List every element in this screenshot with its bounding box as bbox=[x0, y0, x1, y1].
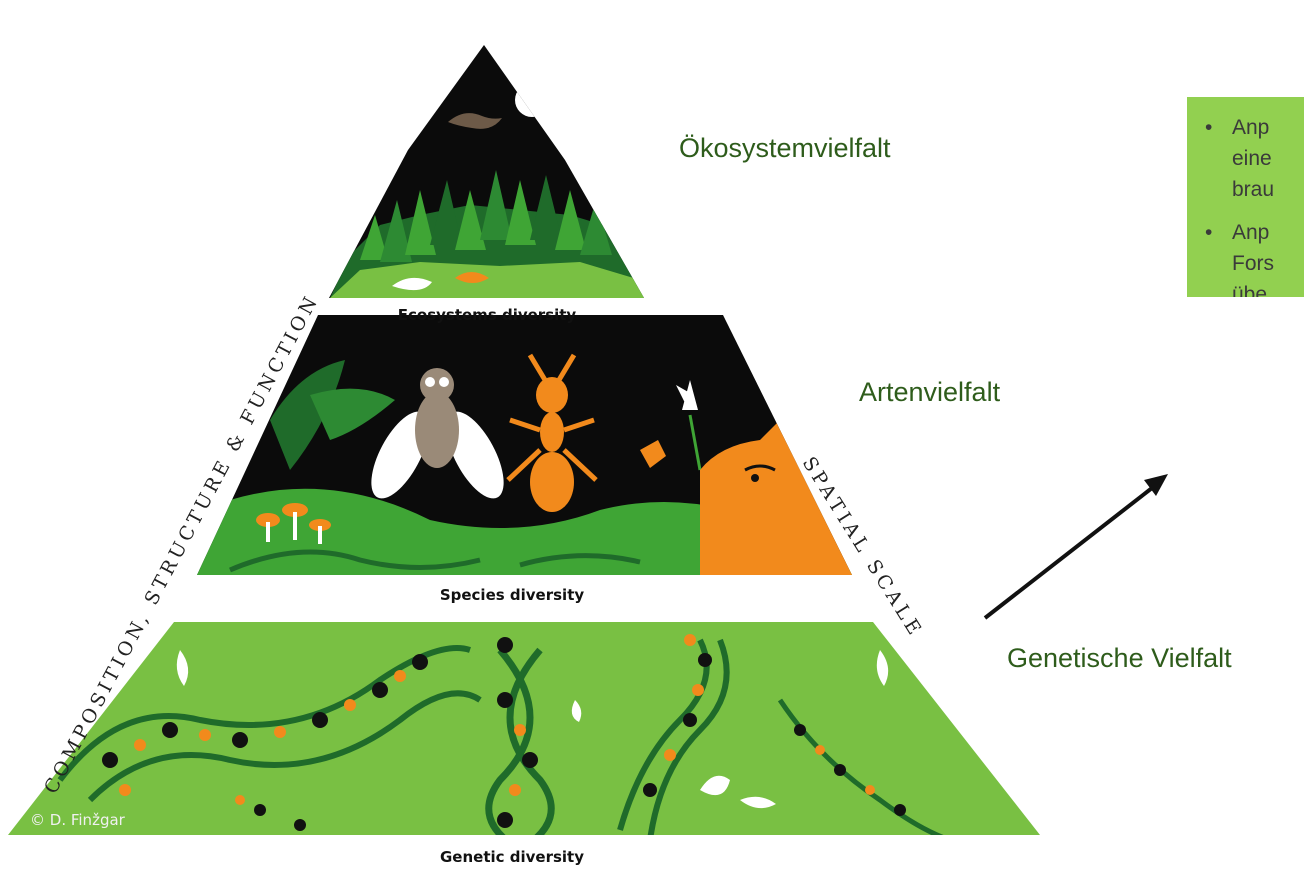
tier-label-species: Species diversity bbox=[440, 586, 585, 604]
note-item-text: Anp Fors übe bbox=[1232, 217, 1304, 297]
credit-text: © D. Finžgar bbox=[30, 811, 126, 829]
bullet-icon: • bbox=[1205, 217, 1212, 248]
bullet-icon: • bbox=[1205, 112, 1212, 143]
arrow bbox=[985, 474, 1168, 618]
tier-label-genetic: Genetic diversity bbox=[440, 848, 584, 866]
tier-label-ecosystems: Ecosystems diversity bbox=[398, 306, 577, 324]
label-genetic-diversity: Genetische Vielfalt bbox=[1007, 643, 1232, 674]
ecosystems-tier bbox=[329, 45, 650, 298]
note-box: • Anp eine brau • Anp Fors übe bbox=[1187, 97, 1304, 297]
genetic-tier: © D. Finžgar bbox=[8, 622, 1040, 850]
species-tier bbox=[195, 315, 860, 580]
label-ecosystem-diversity: Ökosystemvielfalt bbox=[679, 133, 891, 164]
label-species-diversity: Artenvielfalt bbox=[859, 377, 1000, 408]
note-item-text: Anp eine brau bbox=[1232, 112, 1304, 205]
